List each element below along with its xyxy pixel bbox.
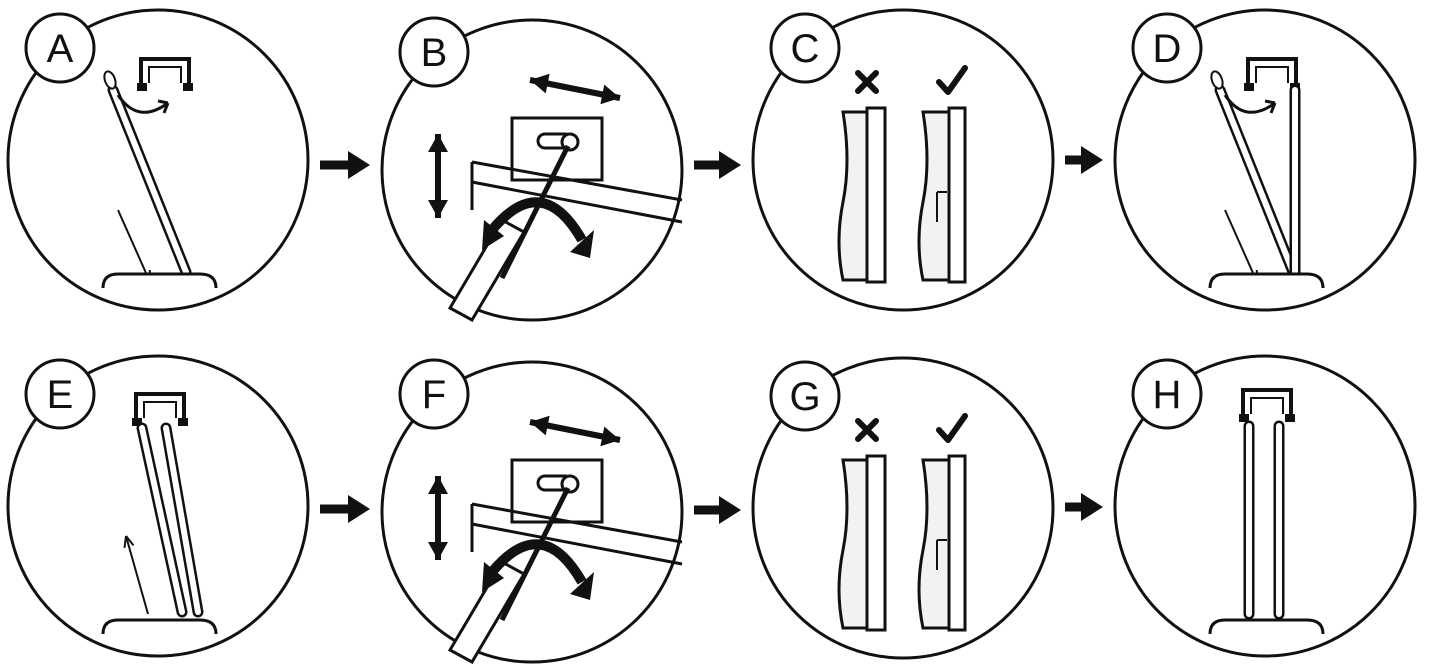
step-panel-b: B xyxy=(380,16,684,323)
step-panel-c: C xyxy=(751,8,1055,312)
step-badge xyxy=(398,16,470,88)
step-badge xyxy=(24,358,96,430)
step-label: C xyxy=(791,27,820,71)
step-circle xyxy=(751,8,1055,312)
step-badge xyxy=(769,360,841,432)
step-panel-e: E xyxy=(6,354,310,658)
flow-arrow-b-c xyxy=(694,151,741,179)
step-panel-a: A xyxy=(6,8,310,312)
step-label: B xyxy=(421,31,448,75)
step-badge xyxy=(398,358,470,430)
step-circle xyxy=(6,8,310,312)
step-label: A xyxy=(47,27,74,71)
step-circle xyxy=(1113,354,1417,658)
step-label: E xyxy=(47,373,74,417)
screwdriver-adjust-icon xyxy=(428,73,683,323)
screwdriver-adjust-icon xyxy=(428,415,683,665)
alignment-check-icon xyxy=(837,416,965,632)
alignment-check-icon xyxy=(837,68,965,284)
step-circle xyxy=(751,356,1055,660)
step-label: F xyxy=(422,373,446,417)
rod-lift-icon xyxy=(101,392,218,635)
flow-arrow-e-f xyxy=(320,495,370,523)
flow-arrow-f-g xyxy=(694,496,741,524)
rods-installed-icon xyxy=(1208,388,1325,635)
rod-insert-icon xyxy=(101,57,218,289)
flow-arrow-a-b xyxy=(320,151,370,179)
step-label: H xyxy=(1153,373,1182,417)
flow-arrow-c-d xyxy=(1065,146,1103,174)
step-badge xyxy=(1131,12,1203,84)
step-label: D xyxy=(1153,27,1182,71)
step-panel-h: H xyxy=(1113,354,1417,658)
step-badge xyxy=(24,12,96,84)
flow-arrow-g-h xyxy=(1065,493,1103,521)
step-panel-f: F xyxy=(380,358,684,665)
step-panel-g: G xyxy=(751,356,1055,660)
step-circle xyxy=(1113,8,1417,312)
rod-insert-icon xyxy=(1208,57,1325,289)
step-label: G xyxy=(789,375,820,419)
step-panel-d: D xyxy=(1113,8,1417,312)
step-badge xyxy=(769,12,841,84)
step-badge xyxy=(1131,358,1203,430)
